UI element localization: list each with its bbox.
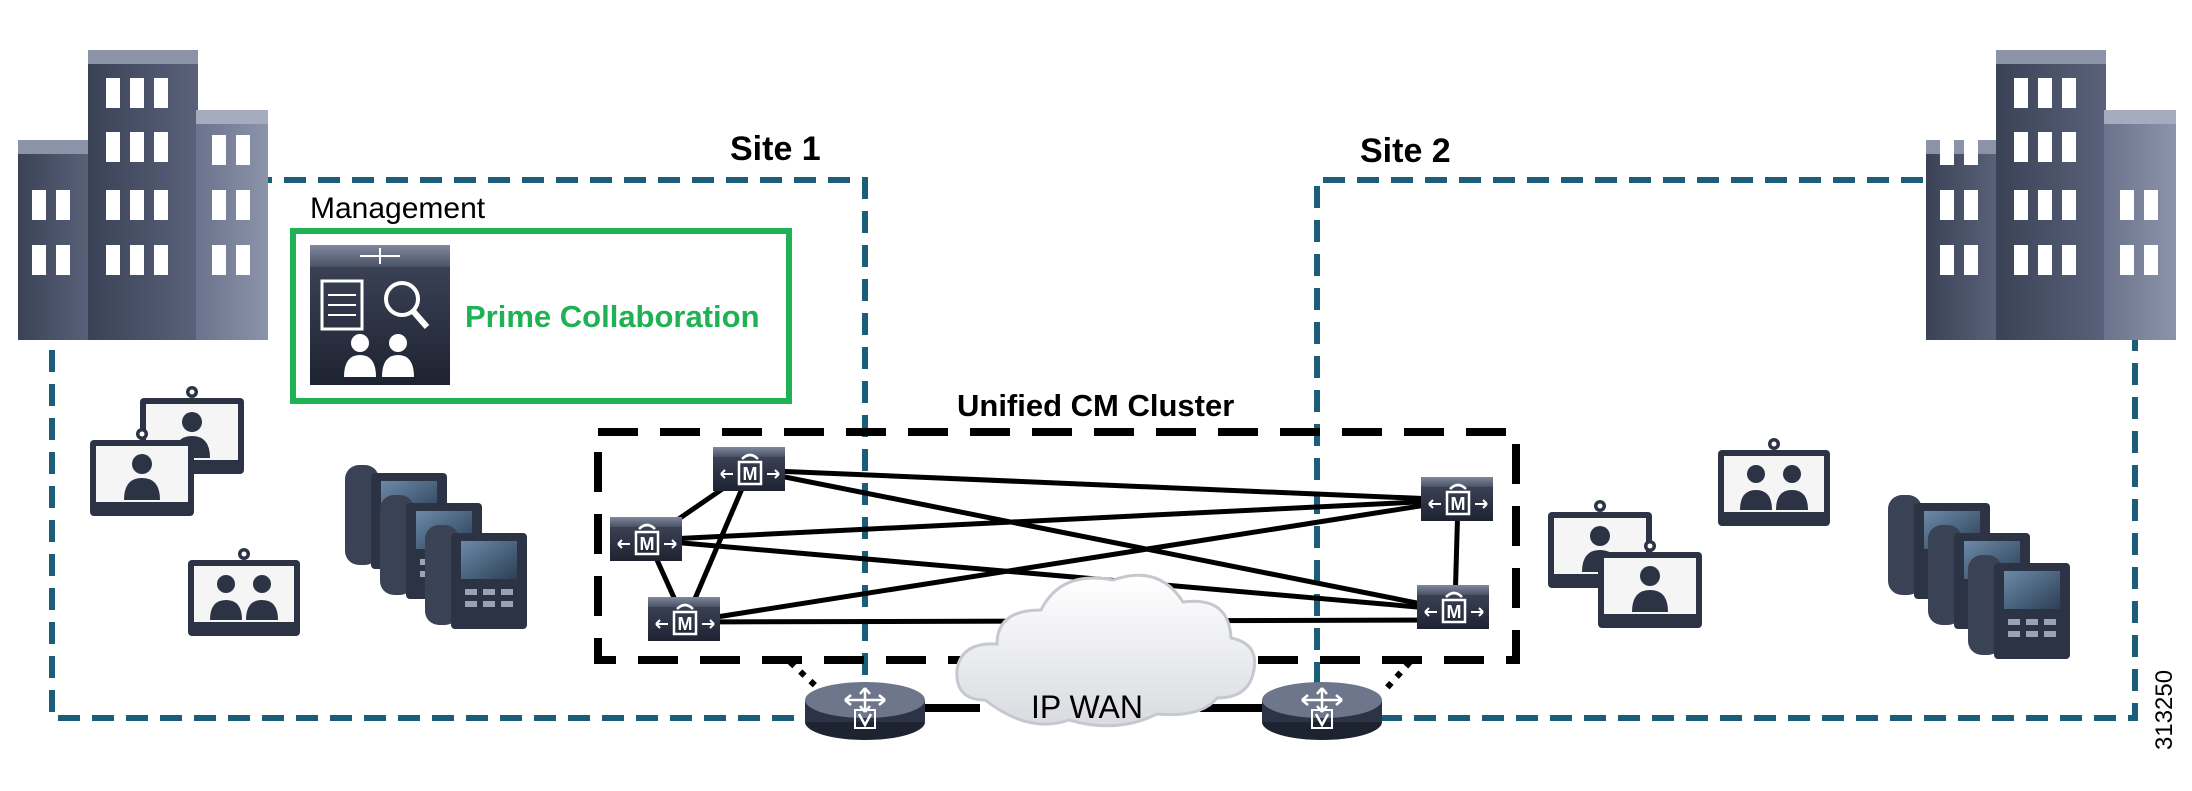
- ip-phone-icon: [425, 525, 527, 629]
- ip-wan-label: IP WAN: [1031, 689, 1143, 725]
- video-endpoint-icon: [1598, 540, 1702, 628]
- call-manager-server-icon: [1415, 583, 1491, 631]
- voice-router-icon: [1260, 680, 1384, 742]
- figure-id: 313250: [2151, 670, 2178, 750]
- call-manager-server-icon: [608, 515, 684, 563]
- video-endpoint-icon: [188, 548, 300, 636]
- call-manager-server-icon: [711, 445, 787, 493]
- ip-phone-icon: [1968, 555, 2070, 659]
- video-endpoint-icon: [90, 428, 194, 516]
- building-icon: [1926, 50, 2176, 340]
- management-label: Management: [310, 192, 486, 225]
- router-cluster-links: [787, 659, 1413, 693]
- site-2-label: Site 2: [1360, 132, 1451, 170]
- voice-router-icon: [803, 680, 927, 742]
- cluster-label: Unified CM Cluster: [957, 388, 1234, 423]
- building-icon: [18, 50, 268, 340]
- cloud-icon: [955, 573, 1257, 728]
- video-endpoint-icon: [1718, 438, 1830, 526]
- call-manager-server-icon: [1419, 475, 1495, 523]
- prime-collaboration-label: Prime Collaboration: [465, 299, 760, 334]
- unified-cm-cluster-boundary: [594, 428, 1520, 664]
- call-manager-server-icon: [646, 595, 722, 643]
- prime-collaboration-server-icon: [310, 245, 450, 385]
- site-2-boundary: [1314, 177, 2138, 721]
- site-1-boundary: [49, 177, 868, 721]
- site-1-label: Site 1: [730, 130, 821, 168]
